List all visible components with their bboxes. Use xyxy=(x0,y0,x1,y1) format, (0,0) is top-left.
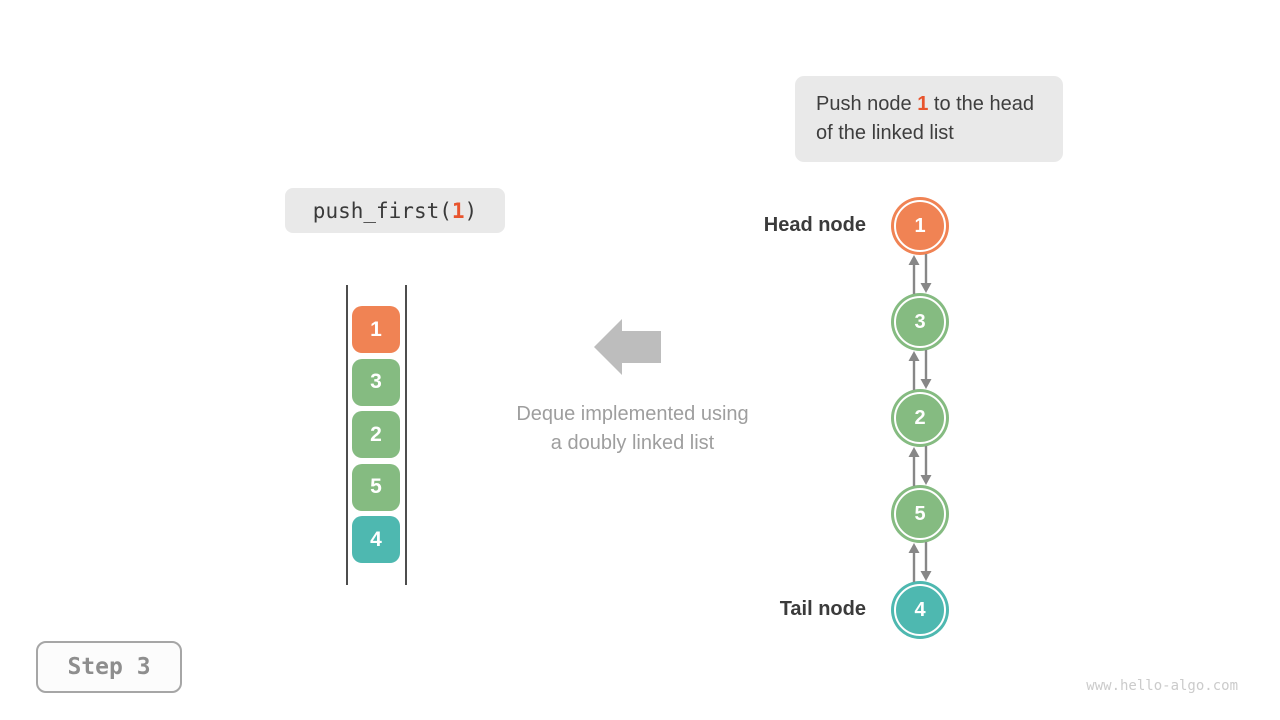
deque-item: 5 xyxy=(352,463,400,511)
code-prefix: push_first( xyxy=(312,198,452,223)
list-node: 4 xyxy=(894,584,946,636)
list-node: 2 xyxy=(894,392,946,444)
step-label: Step 3 xyxy=(67,654,151,680)
annotation-text-after: to the head of the linked list xyxy=(816,93,1034,144)
watermark-url: www.hello-algo.com xyxy=(1086,678,1238,694)
list-node: 3 xyxy=(894,296,946,348)
deque-item: 1 xyxy=(352,306,400,353)
deque-left-boundary-line xyxy=(346,285,348,585)
step-badge: Step 3 xyxy=(36,641,182,693)
deque-item: 2 xyxy=(352,411,400,458)
code-suffix: ) xyxy=(464,198,478,223)
deque-caption: Deque implemented using a doubly linked … xyxy=(490,400,775,458)
list-node: 1 xyxy=(894,200,946,252)
annotation-box: Push node 1 to the head of the linked li… xyxy=(795,76,1063,162)
bidirectional-arrow-icon xyxy=(908,542,932,582)
tail-node-label: Tail node xyxy=(779,598,866,620)
annotation-highlight-value: 1 xyxy=(917,93,929,115)
list-node: 5 xyxy=(894,488,946,540)
caption-line-1: Deque implemented using xyxy=(516,403,749,425)
annotation-text-before: Push node xyxy=(816,93,918,115)
deque-array: 1 3 2 5 4 xyxy=(352,306,400,569)
bidirectional-arrow-icon xyxy=(908,446,932,486)
bidirectional-arrow-icon xyxy=(908,350,932,390)
code-call-box: push_first(1) xyxy=(285,188,505,233)
deque-right-boundary-line xyxy=(405,285,407,585)
deque-item: 3 xyxy=(352,358,400,406)
bidirectional-arrow-icon xyxy=(908,254,932,294)
code-arg-value: 1 xyxy=(451,198,465,223)
head-node-label: Head node xyxy=(763,214,866,236)
deque-item: 4 xyxy=(352,516,400,563)
caption-line-2: a doubly linked list xyxy=(550,432,715,454)
left-block-arrow-icon xyxy=(594,319,661,375)
